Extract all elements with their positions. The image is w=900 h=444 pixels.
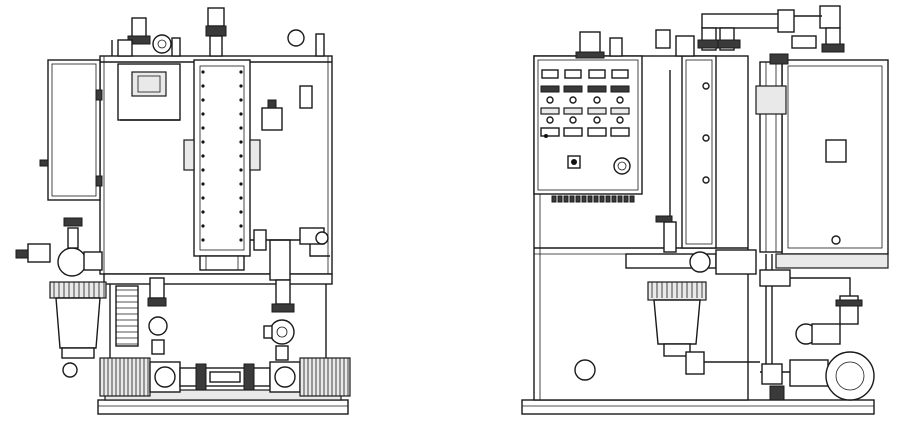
side-tank xyxy=(775,59,889,269)
side-base-skid xyxy=(521,399,875,415)
front-top-fittings xyxy=(111,7,325,57)
front-heat-exchanger xyxy=(183,59,261,271)
front-pump-right xyxy=(269,357,351,397)
side-top-piping xyxy=(575,5,845,59)
front-coupling xyxy=(179,363,271,391)
side-control-panel xyxy=(533,55,643,203)
side-filter xyxy=(625,215,760,375)
side-view xyxy=(521,5,889,415)
front-base-skid xyxy=(97,399,349,415)
front-view xyxy=(15,7,351,415)
front-filter-assembly xyxy=(15,217,107,378)
front-electrical-box xyxy=(47,59,101,201)
side-pump xyxy=(759,254,875,401)
front-frame-rail xyxy=(103,273,333,285)
front-pump-left xyxy=(99,357,181,397)
front-solenoid-valve xyxy=(261,107,283,131)
side-vertical-duct xyxy=(681,55,717,249)
front-piping xyxy=(115,227,330,361)
side-heat-exchanger xyxy=(755,53,789,253)
